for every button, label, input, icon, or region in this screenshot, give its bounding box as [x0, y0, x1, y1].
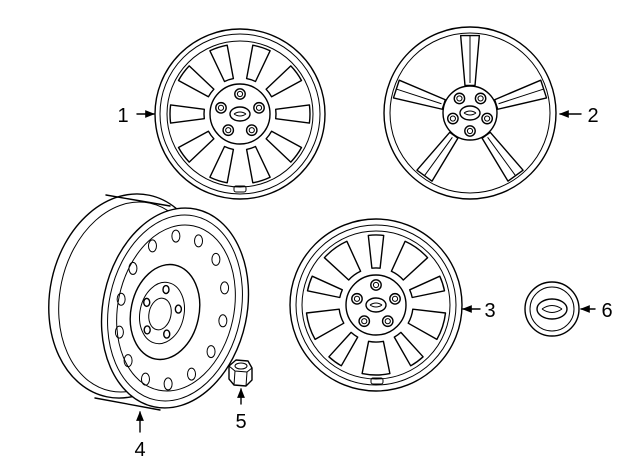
lug-hole-bore [456, 95, 463, 102]
vent-hole [147, 239, 157, 253]
lug-hole [370, 279, 382, 291]
spoke-window [177, 130, 215, 163]
spoke-window [328, 331, 359, 367]
lug-hole-bore [361, 318, 368, 325]
wheel-1-alloy-ten-spoke[interactable] [154, 28, 326, 200]
lug-hole [389, 292, 401, 305]
lug-hole-bore [477, 95, 484, 102]
lug-hole [446, 112, 459, 125]
spoke-window [265, 130, 303, 163]
lug-hole [381, 315, 394, 328]
lug-hole-bore [353, 295, 361, 302]
callout-3: 3 [484, 300, 495, 322]
spoke-split-line [424, 136, 453, 176]
spoke-window [305, 308, 345, 341]
lug-hole-bore [449, 115, 456, 122]
lug-hole [234, 88, 246, 100]
lug-hole [245, 124, 258, 137]
spoke-window [407, 308, 447, 341]
stud-hole [143, 325, 151, 335]
spoke-window [169, 104, 205, 124]
spoke-window [409, 275, 446, 299]
lug-hole-bore [484, 115, 491, 122]
spoke-window [361, 340, 391, 376]
spoke-window [209, 145, 235, 184]
wheel-3-alloy-double-spoke[interactable] [289, 218, 463, 392]
wheel-4-steel[interactable] [30, 179, 266, 422]
spoke-split-line [487, 136, 516, 176]
vent-hole [116, 292, 126, 306]
vent-hole [163, 377, 173, 391]
vent-hole [218, 314, 228, 328]
split-spoke [493, 79, 548, 110]
vent-hole [171, 229, 181, 243]
lug-hole [453, 92, 466, 105]
spoke-window [367, 234, 385, 269]
spoke-window [177, 65, 215, 98]
stud-hole [163, 329, 171, 339]
lug-nut[interactable] [228, 359, 253, 387]
lug-hole-bore [255, 104, 263, 111]
spoke-split-line [498, 88, 544, 105]
split-spoke [392, 79, 447, 110]
vent-hole [187, 367, 197, 381]
lug-hole [351, 292, 363, 305]
spoke-window [275, 104, 311, 124]
lug-hole-bore [236, 90, 244, 98]
split-spoke [481, 131, 524, 182]
lug-hole-bore [225, 127, 232, 134]
lug-hole [464, 125, 476, 137]
lug-hole-bore [248, 127, 255, 134]
lug-hole-bore [466, 127, 474, 135]
spoke-window [393, 331, 424, 367]
lug-hole [215, 101, 227, 114]
stud-hole [162, 284, 170, 295]
spoke-window [209, 44, 235, 83]
wheel-2-alloy-split-spoke[interactable] [383, 26, 557, 200]
callout-2: 2 [587, 105, 598, 127]
lug-hole-bore [384, 318, 391, 325]
vent-hole [211, 252, 221, 266]
spoke-window [323, 240, 362, 281]
callout-4: 4 [134, 439, 145, 461]
stud-hole [174, 304, 183, 314]
spoke-window [245, 44, 271, 83]
callout-6: 6 [601, 300, 612, 322]
leader-lines [136, 110, 596, 433]
callout-1: 1 [117, 105, 128, 127]
vent-hole [114, 325, 124, 339]
spoke-window [390, 240, 429, 281]
spoke-window [265, 65, 303, 98]
vent-hole [140, 372, 150, 386]
spoke-split-line [396, 88, 442, 105]
vent-hole [206, 345, 216, 359]
callout-5: 5 [235, 411, 246, 433]
spoke-window [306, 275, 343, 299]
lug-hole [222, 124, 235, 137]
lug-hole-bore [372, 281, 380, 289]
stud-hole [143, 297, 151, 308]
vent-hole [220, 281, 230, 295]
lug-hole [358, 315, 371, 328]
lug-hole [481, 112, 494, 125]
vent-hole [123, 354, 133, 368]
lug-hole-bore [391, 295, 399, 302]
lug-hole [474, 92, 487, 105]
vent-hole [128, 261, 138, 275]
vent-hole [194, 234, 204, 248]
center-cap[interactable] [524, 281, 580, 337]
spoke-window [245, 145, 271, 184]
split-spoke [416, 131, 459, 182]
lug-hole-bore [217, 104, 225, 111]
lug-hole [253, 101, 265, 114]
